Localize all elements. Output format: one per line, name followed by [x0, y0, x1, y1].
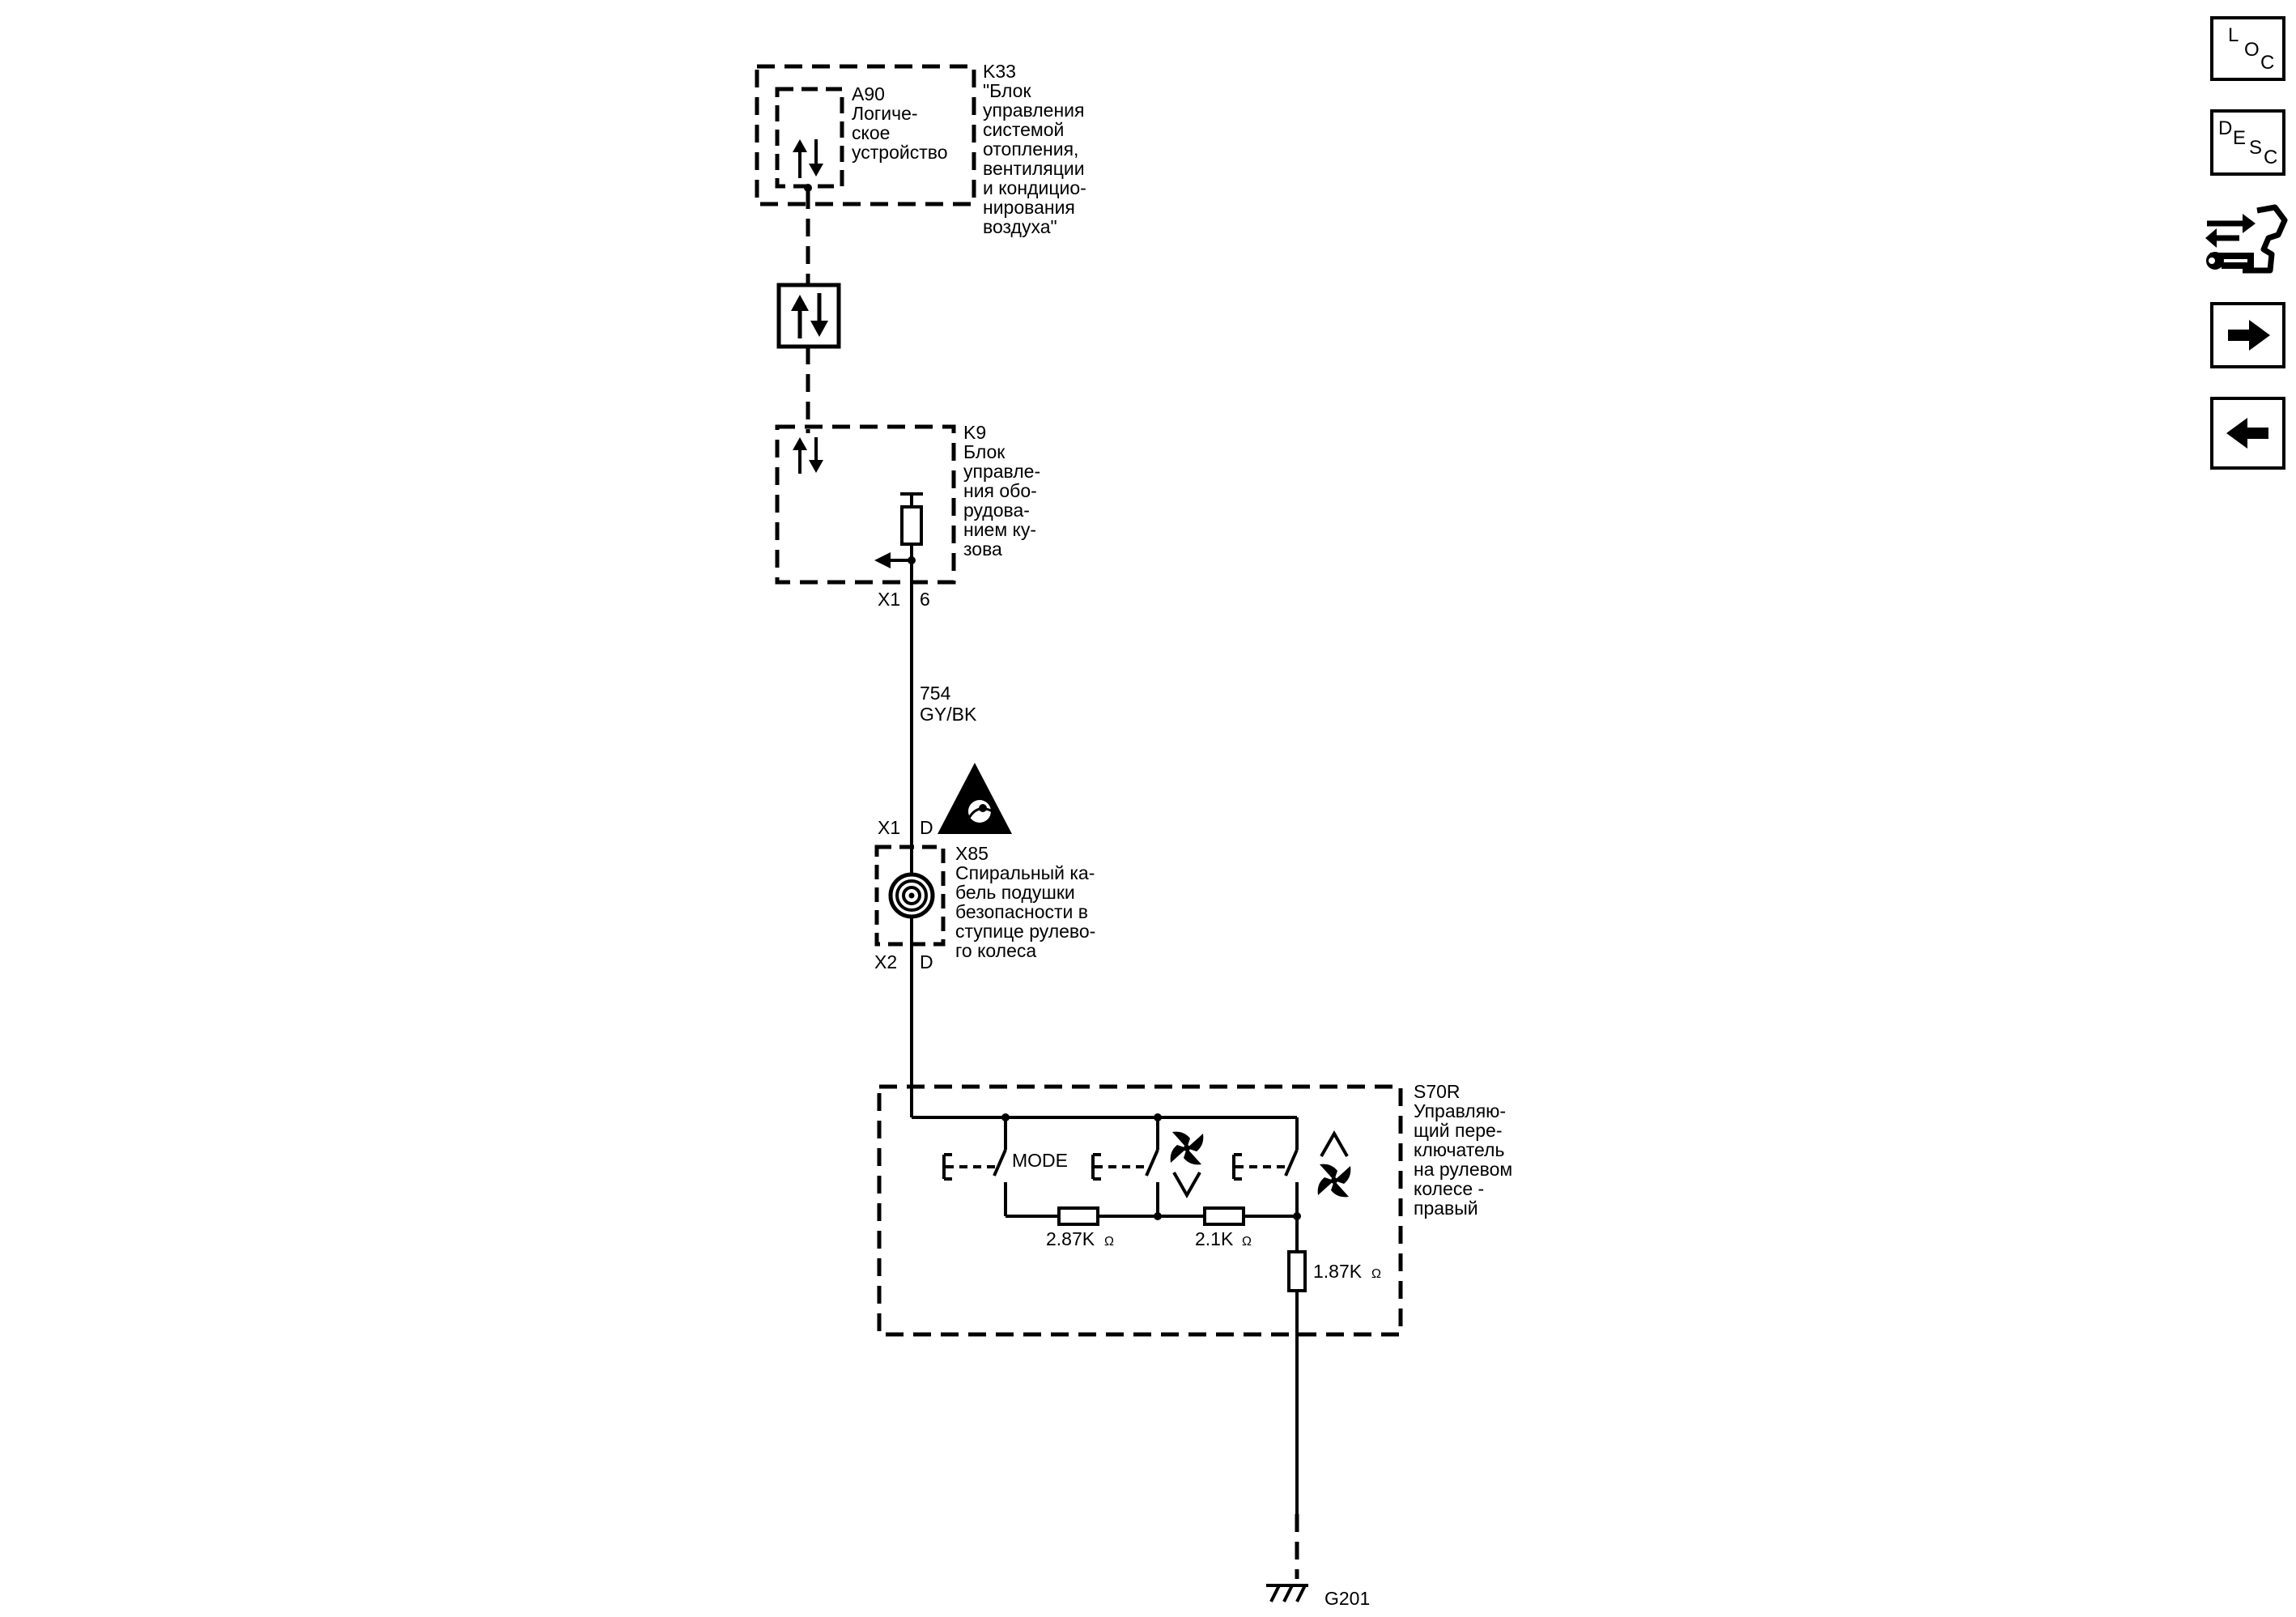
- x85-name-3: безопасности в: [955, 901, 1088, 922]
- desc-letter-s: S: [2249, 137, 2263, 159]
- resistor-2-87k-unit: Ω: [1104, 1235, 1114, 1249]
- s70r-name-2: щий пере-: [1414, 1120, 1503, 1141]
- s70r-name-3: ключатель: [1414, 1139, 1504, 1160]
- x85-name-4: ступице рулево-: [955, 921, 1095, 942]
- k9-name-4: рудова-: [963, 500, 1030, 521]
- resistor-2-87k: [1057, 1206, 1099, 1226]
- desc-letter-e: E: [2233, 127, 2247, 149]
- s70r-name-5: колесе -: [1414, 1178, 1484, 1199]
- k9-pullup-resistor: [900, 505, 923, 546]
- location-button[interactable]: L O C: [2210, 16, 2285, 81]
- k33-name-2: управления: [983, 100, 1084, 121]
- loc-letter-l: L: [2228, 24, 2239, 46]
- fan-up-switch: [1232, 1117, 1299, 1216]
- x85-name-1: Спиральный ка-: [955, 862, 1095, 883]
- x85-top-connector-label: X1: [878, 817, 900, 838]
- k9-data-arrows-icon: [793, 437, 823, 474]
- k9-connector-label: X1: [878, 589, 900, 610]
- desc-letter-d: D: [2218, 117, 2233, 139]
- k9-name-3: ния обо-: [963, 480, 1037, 501]
- previous-page-button[interactable]: [2210, 397, 2285, 470]
- resistor-2-87k-value: 2.87K: [1046, 1228, 1095, 1249]
- serial-data-arrows-icon: [791, 293, 828, 338]
- s70r-switch-box: [877, 1084, 1403, 1337]
- loc-letter-c: C: [2260, 52, 2275, 74]
- s70r-name-1: Управляю-: [1414, 1100, 1506, 1121]
- s70r-name-4: на рулевом: [1414, 1159, 1512, 1180]
- next-page-button[interactable]: [2210, 302, 2285, 368]
- a90-code: A90: [852, 83, 885, 104]
- k33-name-5: вентиляции: [983, 158, 1085, 179]
- desc-letter-c: C: [2264, 147, 2278, 168]
- k33-module-box: [755, 64, 976, 206]
- arrow-right-icon: [2228, 320, 2270, 351]
- serial-data-symbol: [776, 283, 841, 349]
- k9-module-box: [775, 424, 956, 585]
- a90-name-2: ское: [852, 122, 890, 143]
- k9-name-6: зова: [963, 538, 1002, 560]
- k33-name-6: и кондицио-: [983, 177, 1086, 198]
- mode-label: MODE: [1012, 1150, 1068, 1171]
- mode-switch: [942, 1117, 1007, 1216]
- k33-name-1: "Блок: [983, 80, 1031, 101]
- airbag-warning-icon: [938, 763, 1012, 834]
- resistor-2-1k-unit: Ω: [1242, 1235, 1252, 1249]
- k33-name-7: нирования: [983, 197, 1075, 218]
- x85-clockspring-box: [874, 845, 946, 947]
- a90-data-arrows-icon: [793, 139, 823, 178]
- a90-logic-box: [775, 87, 844, 189]
- diagnostic-button[interactable]: [2204, 202, 2290, 279]
- x85-code: X85: [955, 843, 989, 864]
- x85-top-pin-label: D: [920, 817, 933, 838]
- loc-letter-o: O: [2244, 39, 2260, 61]
- x85-name-2: бель подушки: [955, 882, 1075, 903]
- diagnostic-icon: [2205, 204, 2288, 274]
- a90-name-3: устройство: [852, 142, 948, 163]
- k9-pin-label: 6: [920, 589, 930, 610]
- fan-decrease-icon: [1170, 1131, 1204, 1199]
- fan-down-switch: [1091, 1117, 1159, 1216]
- k33-name-3: системой: [983, 119, 1064, 140]
- chassis-ground-icon: [1266, 1584, 1308, 1602]
- arrow-left-icon: [2226, 418, 2268, 449]
- k9-name-5: нием ку-: [963, 519, 1036, 540]
- resistor-1-87k: [1287, 1250, 1307, 1292]
- k9-name-2: управле-: [963, 461, 1040, 482]
- wire-color-code: GY/BK: [920, 704, 977, 725]
- k9-name-1: Блок: [963, 441, 1006, 462]
- clockspring-icon: [888, 872, 935, 919]
- resistor-2-1k-value: 2.1K: [1195, 1228, 1234, 1249]
- k9-input-arrow-icon: [874, 552, 891, 568]
- description-button[interactable]: D E S C: [2210, 109, 2285, 176]
- s70r-name-6: правый: [1414, 1198, 1478, 1219]
- s70r-code: S70R: [1414, 1081, 1461, 1102]
- k33-name-4: отопления,: [983, 138, 1078, 160]
- resistor-1-87k-value: 1.87K: [1313, 1261, 1363, 1282]
- k9-code: K9: [963, 422, 986, 443]
- ground-label: G201: [1324, 1588, 1370, 1609]
- x85-bottom-pin-label: D: [920, 951, 933, 972]
- fan-increase-icon: [1317, 1130, 1351, 1198]
- k33-name-8: воздуха": [983, 216, 1057, 237]
- resistor-1-87k-unit: Ω: [1371, 1267, 1381, 1281]
- k33-code: K33: [983, 61, 1016, 82]
- a90-name-1: Логиче-: [852, 103, 918, 124]
- x85-name-5: го колеса: [955, 940, 1036, 961]
- resistor-2-1k: [1203, 1206, 1245, 1226]
- wire-circuit-number: 754: [920, 683, 951, 704]
- x85-bottom-connector-label: X2: [874, 951, 897, 972]
